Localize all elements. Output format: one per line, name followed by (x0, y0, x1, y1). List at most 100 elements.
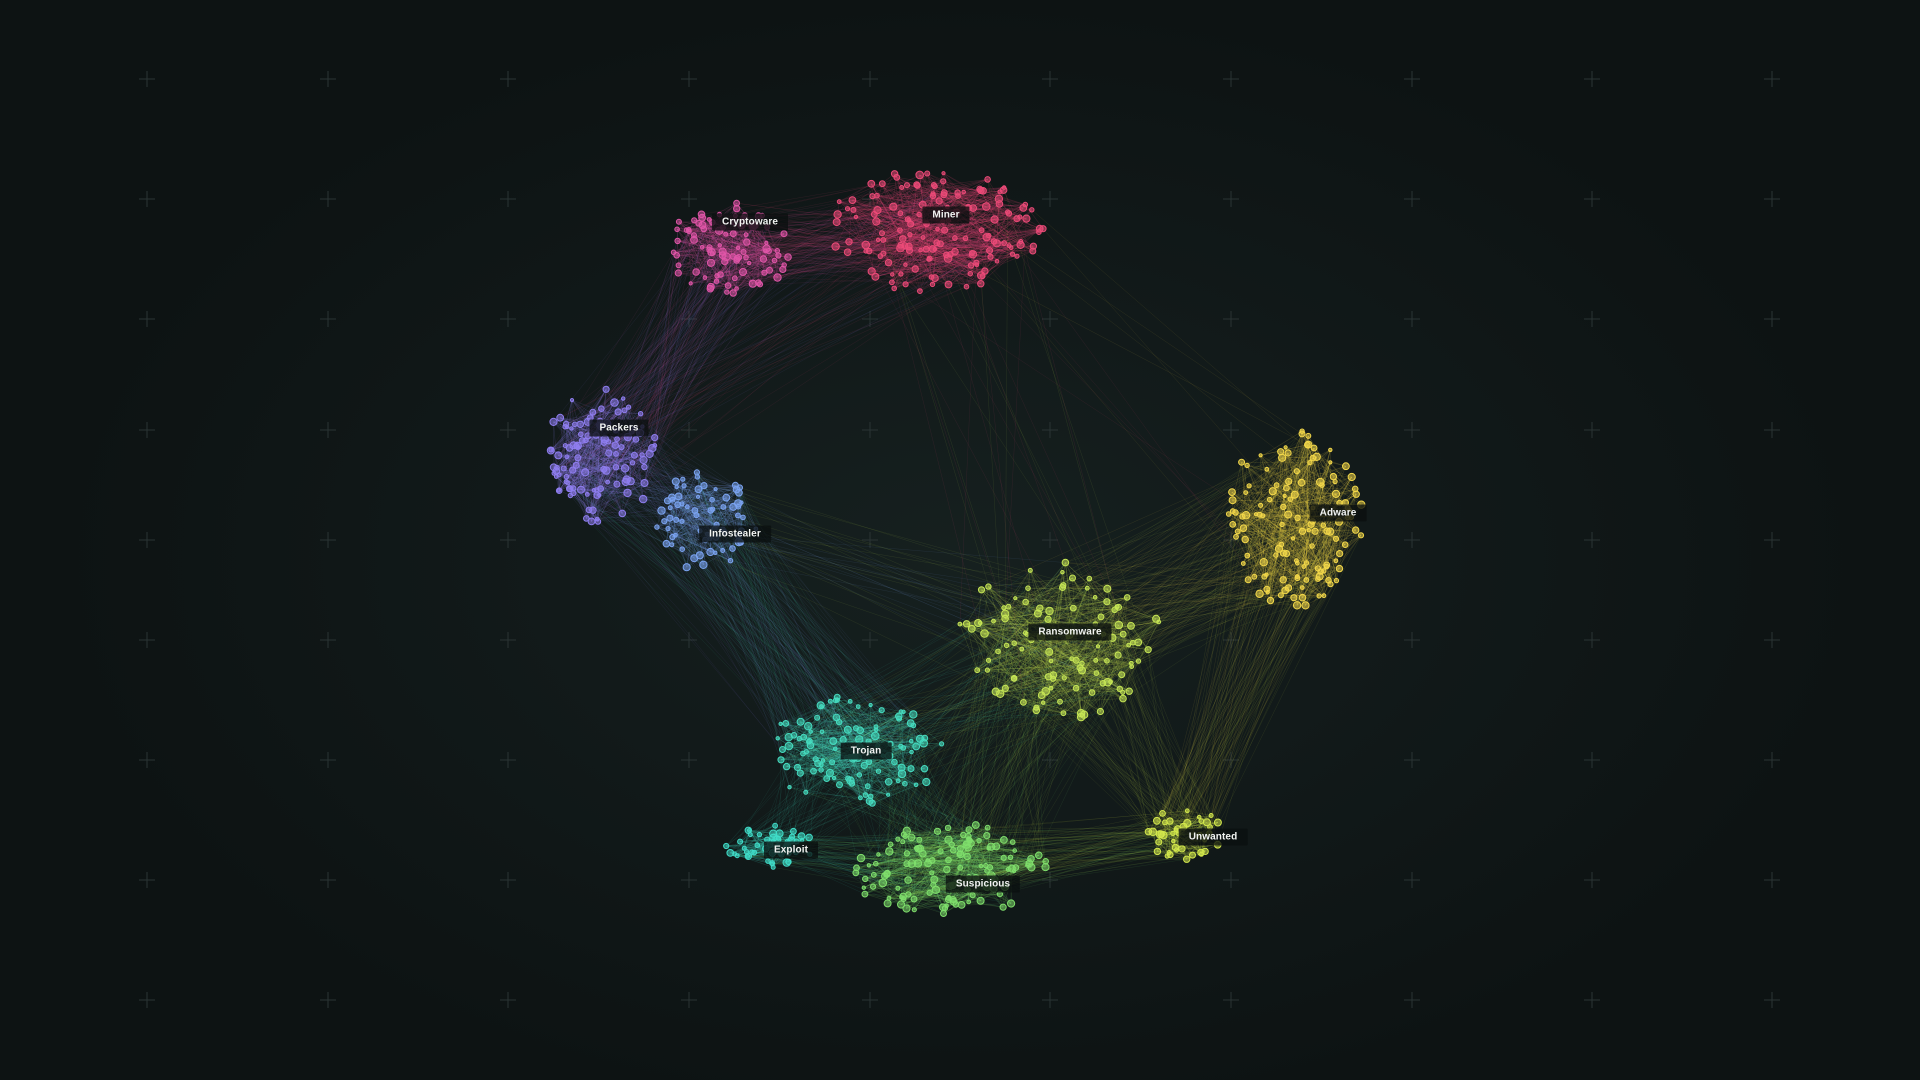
graph-edge (563, 468, 595, 491)
graph-edge (908, 206, 987, 247)
graph-edge (702, 247, 779, 256)
graph-edge (934, 265, 972, 279)
grid-plus-marker (139, 872, 155, 888)
graph-edge (883, 192, 945, 241)
graph-edge (575, 465, 588, 495)
graph-edge (874, 214, 983, 277)
graph-edge (678, 221, 706, 278)
graph-edge (909, 231, 1039, 235)
graph-edge (871, 264, 977, 272)
graph-edge (576, 445, 618, 485)
grid-plus-marker (862, 532, 878, 548)
grid-plus-marker (1223, 532, 1239, 548)
graph-edge (575, 465, 588, 495)
graph-edge (882, 183, 906, 246)
graph-edge (1011, 228, 1040, 248)
graph-edge (968, 206, 1013, 255)
graph-edge (865, 213, 1009, 252)
graph-edge (883, 253, 906, 285)
grid-plus-marker (1764, 632, 1780, 648)
graph-edge (918, 214, 938, 243)
graph-edge (550, 408, 602, 451)
graph-edge (965, 203, 1000, 239)
graph-edge (901, 187, 999, 200)
graph-edge (710, 233, 785, 289)
graph-edge (847, 195, 934, 253)
graph-edge (734, 272, 765, 279)
grid-plus-marker (1223, 872, 1239, 888)
graph-edge (877, 209, 981, 284)
graph-edge (957, 195, 1021, 242)
graph-edge (893, 206, 973, 254)
graph-edge (702, 224, 739, 258)
graph-edge (996, 245, 1010, 262)
grid-plus-marker (1764, 422, 1780, 438)
grid-plus-marker (681, 71, 697, 87)
grid-plus-marker (1223, 632, 1239, 648)
graph-edge (865, 223, 927, 246)
graph-edge (676, 229, 717, 282)
graph-edge (732, 233, 785, 294)
graph-edge (693, 220, 703, 248)
graph-edge (766, 227, 784, 270)
graph-edge (932, 244, 1021, 250)
graph-edge (571, 400, 577, 466)
grid-plus-marker (1404, 632, 1420, 648)
graph-edge (690, 252, 712, 284)
graph-edge (973, 208, 986, 272)
grid-plus-marker (1223, 191, 1239, 207)
graph-edge (577, 457, 590, 510)
graph-edge (839, 201, 1013, 255)
graph-edge (881, 184, 935, 234)
graph-edge (852, 199, 956, 239)
graph-edge (876, 195, 923, 205)
grid-plus-marker (320, 311, 336, 327)
grid-plus-marker (500, 532, 516, 548)
grid-plus-marker (139, 632, 155, 648)
graph-edge (948, 207, 1024, 285)
graph-edge (916, 184, 921, 251)
grid-plus-marker (1764, 752, 1780, 768)
graph-edge (678, 272, 729, 286)
graph-edge (882, 183, 932, 278)
grid-plus-marker (1404, 311, 1420, 327)
graph-edge (736, 250, 778, 289)
graph-edge (908, 246, 949, 259)
graph-edge (572, 430, 616, 471)
graph-edge (931, 204, 1026, 278)
graph-edge (932, 243, 997, 250)
graph-edge (565, 426, 568, 482)
graph-edge (931, 241, 995, 278)
graph-edge (558, 455, 633, 464)
graph-edge (905, 247, 1012, 285)
graph-edge (673, 252, 727, 293)
graph-edge (971, 191, 1001, 254)
graph-edge (695, 271, 729, 286)
graph-edge (906, 184, 1024, 209)
graph-edge (877, 214, 920, 241)
graph-edge (752, 226, 759, 283)
graph-edge (909, 234, 951, 255)
grid-plus-marker (1584, 872, 1600, 888)
graph-edge (565, 434, 581, 446)
graph-edge (711, 253, 737, 289)
graph-edge (676, 220, 695, 256)
graph-edge (569, 447, 627, 480)
graph-edge (881, 233, 951, 255)
graph-edge (711, 253, 721, 275)
grid-plus-marker (139, 422, 155, 438)
graph-edge (896, 177, 981, 191)
graph-edge (865, 244, 929, 260)
graph-edge (882, 183, 910, 221)
graph-edge (597, 484, 618, 522)
graph-edge (852, 200, 876, 277)
graph-edge (837, 214, 1021, 246)
graph-edge (839, 201, 983, 277)
graph-edge (893, 188, 980, 289)
graph-edge (673, 242, 767, 253)
graph-edge (923, 237, 966, 239)
graph-edge (965, 188, 980, 239)
graph-edge (943, 172, 1018, 219)
